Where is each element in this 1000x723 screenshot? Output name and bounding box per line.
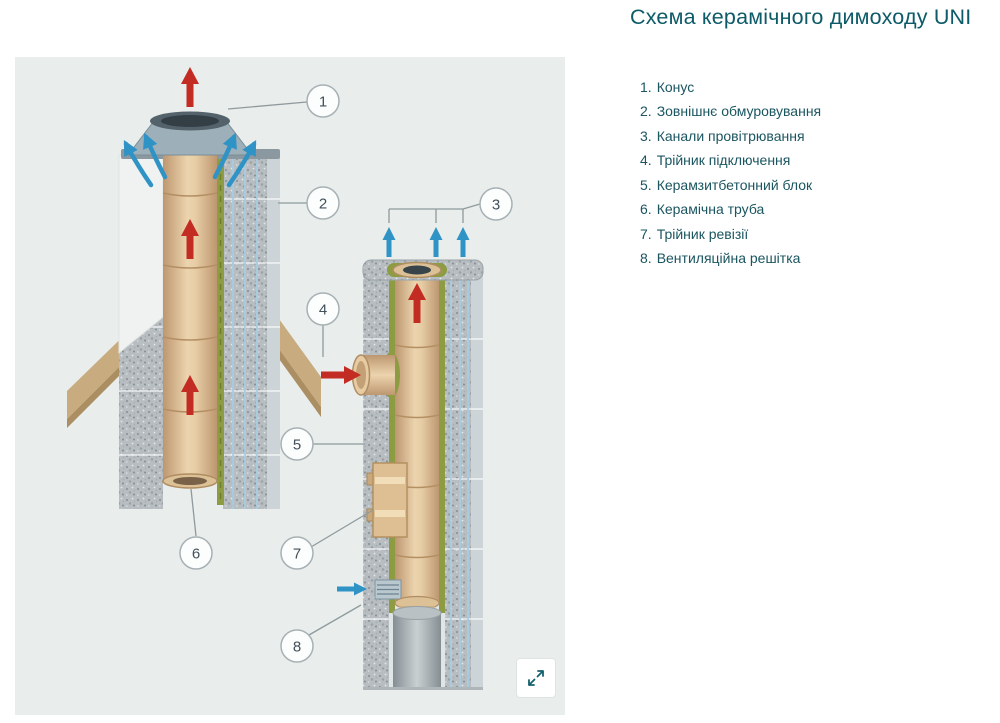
callout-leaders <box>190 101 481 636</box>
legend-item-7: 7.Трійник ревізії <box>640 222 996 247</box>
base-edge <box>363 687 483 690</box>
vent-air-arrow <box>429 227 443 257</box>
vent-air-arrow <box>382 227 396 257</box>
legend-item-number: 3. <box>640 127 652 144</box>
legend-item-number: 4. <box>640 152 652 169</box>
callout-7-number: 7 <box>293 546 301 563</box>
pipe-top-hole <box>403 265 431 275</box>
leader-line-6 <box>190 488 197 537</box>
legend-item-3: 3.Канали провітрювання <box>640 124 996 149</box>
ceramic-pipe <box>163 125 217 481</box>
leader-line-7 <box>310 509 374 548</box>
legend-item-label: Канали провітрювання <box>656 127 805 144</box>
leader-line-1 <box>227 101 308 110</box>
callout-3: 3 <box>479 187 513 221</box>
vent-channel-stripes <box>450 271 469 687</box>
legend-item-label: Вентиляційна решітка <box>656 250 801 267</box>
expand-button[interactable] <box>517 659 555 697</box>
revision-door <box>372 462 408 538</box>
block-side-face <box>267 155 280 509</box>
legend-item-label: Трійник ревізії <box>656 225 749 242</box>
callout-5: 5 <box>280 427 314 461</box>
legend-item-5: 5.Керамзитбетонний блок <box>640 173 996 198</box>
callout-1-number: 1 <box>319 94 327 111</box>
legend-item-label: Зовнішнє обмуровування <box>656 103 822 120</box>
legend-item-label: Керамзитбетонний блок <box>656 176 813 193</box>
callout-1: 1 <box>306 84 340 118</box>
insulation-strip <box>389 275 395 613</box>
legend-item-4: 4.Трійник підключення <box>640 148 996 173</box>
legend-item-number: 7. <box>640 225 652 242</box>
callout-6-number: 6 <box>192 546 200 563</box>
callout-2-number: 2 <box>319 196 327 213</box>
legend-list: 1.Конус 2.Зовнішнє обмуровування 3.Канал… <box>640 75 996 271</box>
pipe-joints <box>394 344 440 559</box>
legend-item-label: Конус <box>656 78 695 95</box>
chimney-diagram-svg: 1 2 3 4 5 6 7 <box>67 67 513 690</box>
callout-4-number: 4 <box>319 302 327 319</box>
legend-item-8: 8.Вентиляційна решітка <box>640 246 996 271</box>
flue-gas-arrow <box>181 67 199 107</box>
leader-line-8 <box>308 604 362 636</box>
expand-icon <box>528 670 544 686</box>
air-flow-arrows <box>123 132 257 188</box>
legend-item-label: Трійник підключення <box>656 152 791 169</box>
left-chimney <box>118 67 280 509</box>
legend-item-6: 6.Керамічна труба <box>640 197 996 222</box>
door-band <box>375 510 405 517</box>
legend-item-number: 1. <box>640 78 652 95</box>
callout-4: 4 <box>306 292 340 326</box>
callout-badges: 1 2 3 4 5 6 7 <box>179 84 513 663</box>
pipe-bottom-hole <box>173 477 207 485</box>
tee-inlet-hole <box>356 361 366 389</box>
callout-3-number: 3 <box>492 197 500 214</box>
legend-item-1: 1.Конус <box>640 75 996 100</box>
right-chimney <box>321 227 484 690</box>
vent-channel-stripes <box>232 157 258 509</box>
insulation-strip <box>439 275 445 613</box>
legend-item-label: Керамічна труба <box>656 201 765 218</box>
legend-item-number: 5. <box>640 176 652 193</box>
door-band <box>375 477 405 484</box>
ceramic-pipe <box>395 275 439 603</box>
legend-item-number: 2. <box>640 103 652 120</box>
cone-opening <box>161 115 219 127</box>
chimney-diagram-panel[interactable]: 1 2 3 4 5 6 7 <box>15 57 565 715</box>
callout-8: 8 <box>280 629 314 663</box>
callout-2: 2 <box>306 186 340 220</box>
page-title: Схема керамічного димоходу UNI <box>630 5 972 29</box>
callout-5-number: 5 <box>293 437 301 454</box>
legend-item-2: 2.Зовнішнє обмуровування <box>640 99 996 124</box>
vent-air-arrow <box>456 227 470 257</box>
base-cylinder <box>393 613 441 689</box>
callout-6: 6 <box>179 536 213 570</box>
pipe-joints <box>162 192 218 413</box>
grille-slats <box>377 584 399 595</box>
info-column: Схема керамічного димоходу UNI 1.Конус 2… <box>630 4 996 271</box>
callout-8-number: 8 <box>293 639 301 656</box>
callout-7: 7 <box>280 536 314 570</box>
base-cylinder-top <box>392 606 442 620</box>
air-inlet-arrow <box>337 582 367 596</box>
legend-item-number: 6. <box>640 201 652 218</box>
leader-bracket-3 <box>388 203 481 223</box>
legend-item-number: 8. <box>640 250 652 267</box>
